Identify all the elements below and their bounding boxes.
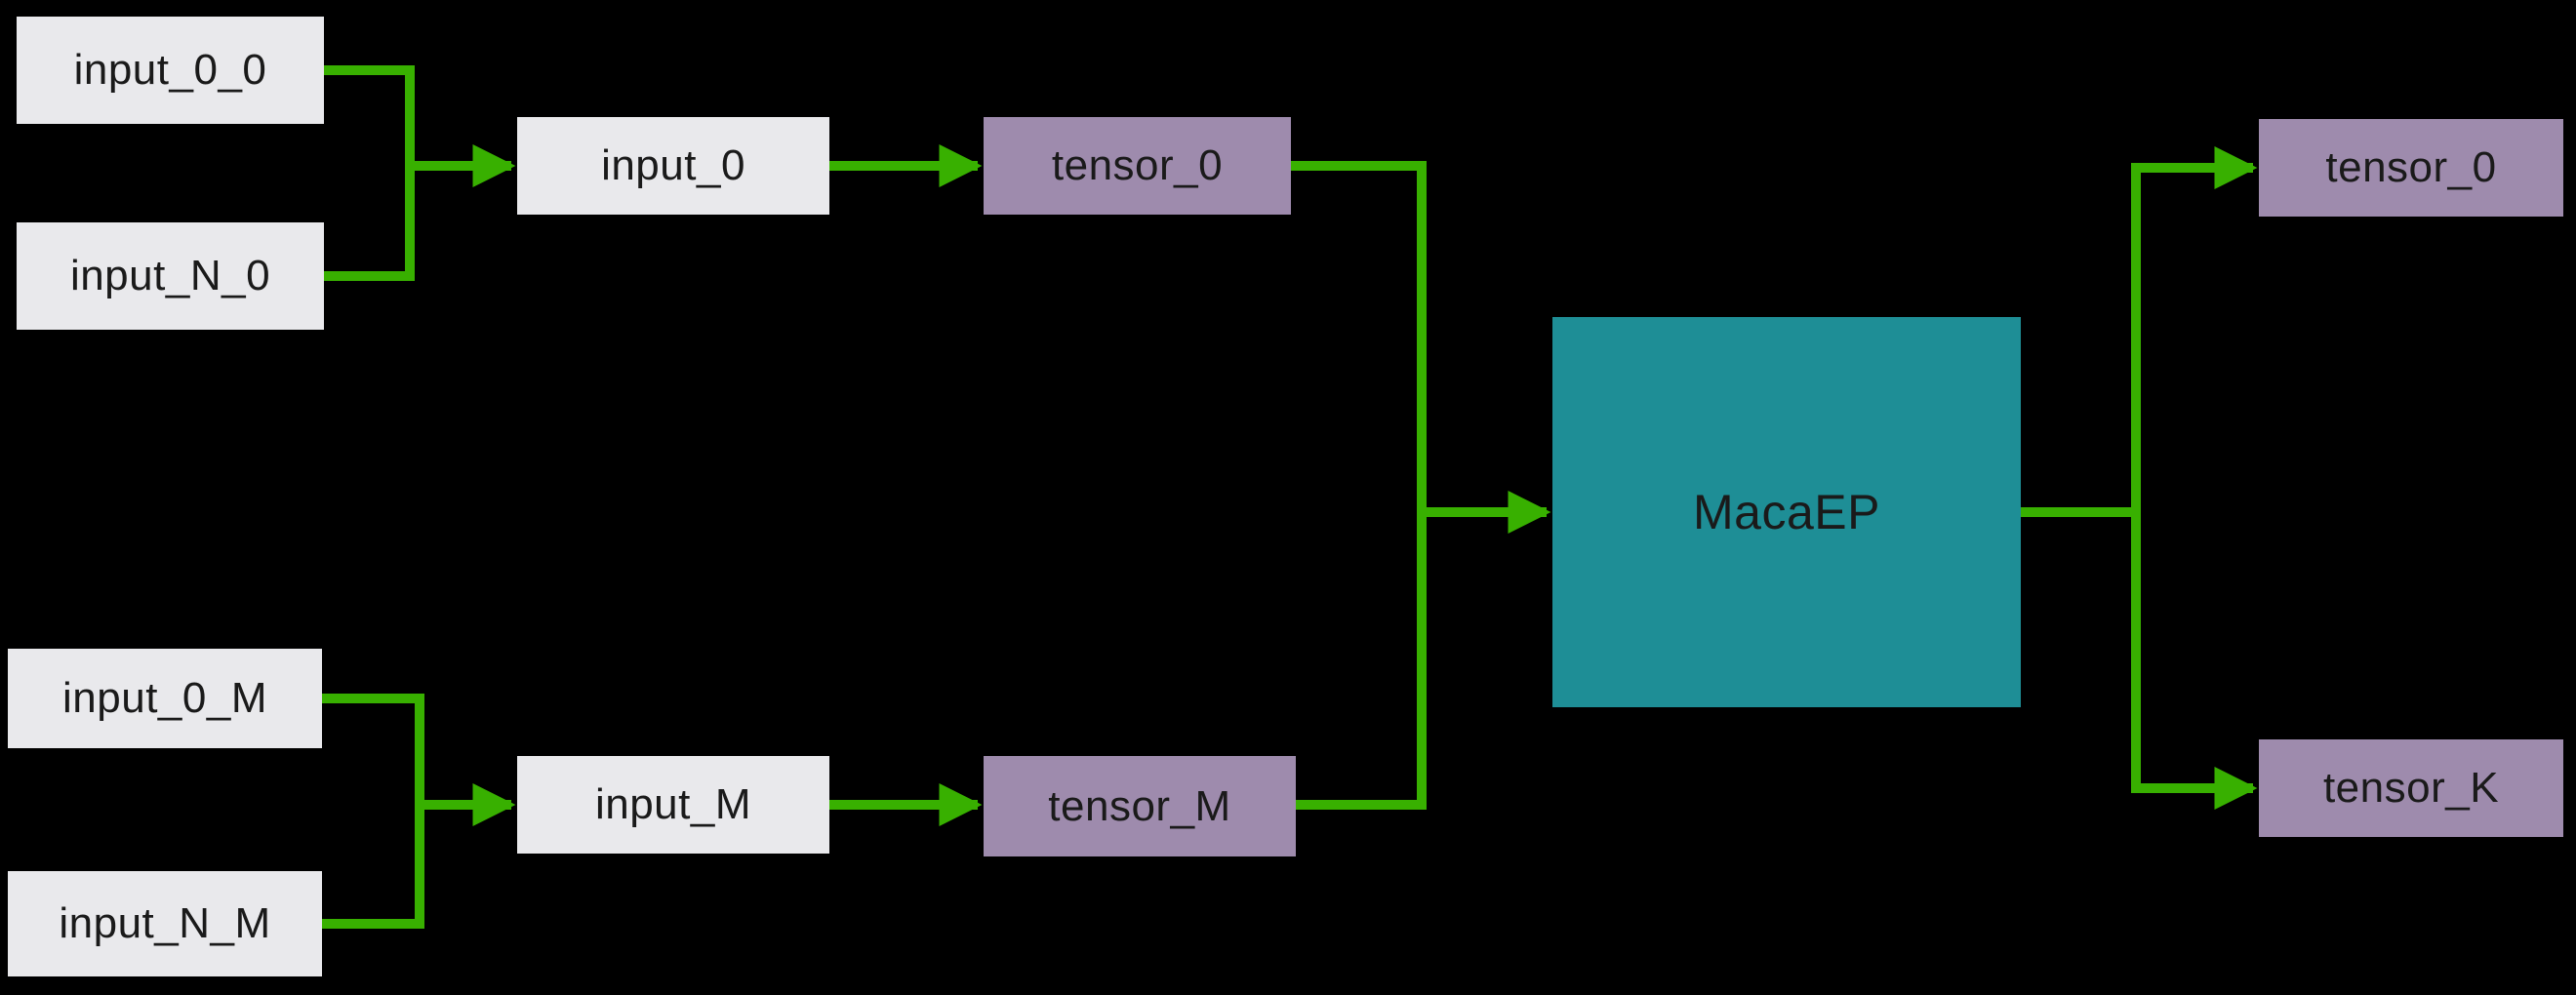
node-input-m: input_M [517,756,829,854]
node-tensor-k-label: tensor_K [2322,764,2500,812]
edge-tensor-0-to-macaep [1291,161,1551,535]
node-input-0-m: input_0_M [8,649,322,748]
node-input-0: input_0 [517,117,829,215]
node-input-0-m-label: input_0_M [62,674,267,722]
node-tensor-0-left-label: tensor_0 [1051,141,1224,189]
node-tensor-0-left: tensor_0 [984,117,1291,215]
node-input-m-label: input_M [594,780,752,828]
node-input-0-0-label: input_0_0 [73,46,267,94]
edge-input-0-0-to-input-0 [324,65,516,188]
node-input-n-0: input_N_0 [17,222,324,330]
edge-macaep-to-tensor-k [2131,512,2258,811]
node-input-n-m: input_N_M [8,871,322,976]
node-macaep-label: MacaEP [1693,485,1880,539]
node-tensor-m: tensor_M [984,756,1296,856]
node-macaep: MacaEP [1552,317,2021,707]
node-input-n-m-label: input_N_M [59,899,271,947]
node-tensor-0-right-label: tensor_0 [2325,143,2497,191]
edge-input-0-m-to-input-m [322,694,516,827]
node-input-n-0-label: input_N_0 [69,252,271,299]
node-tensor-m-label: tensor_M [1048,781,1231,830]
edge-input-n-0-to-input-0 [324,166,415,281]
edge-macaep-to-tensor-0 [2021,145,2258,517]
node-tensor-k: tensor_K [2259,739,2563,837]
node-input-0-label: input_0 [601,141,745,189]
node-input-0-0: input_0_0 [17,17,324,124]
edge-tensor-m-to-macaep [1296,512,1427,810]
node-tensor-0-right: tensor_0 [2259,119,2563,217]
edge-input-n-m-to-input-m [322,805,424,929]
